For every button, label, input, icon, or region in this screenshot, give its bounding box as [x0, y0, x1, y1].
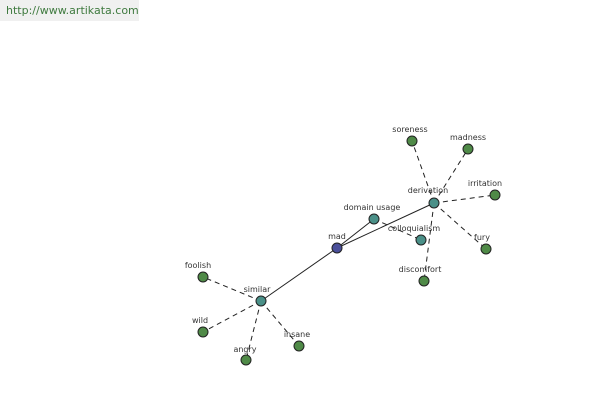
node-fury[interactable]: [480, 243, 492, 255]
node-insane[interactable]: [293, 340, 305, 352]
node-derivation[interactable]: [428, 197, 440, 209]
edge-similar-foolish: [202, 276, 262, 302]
label-derivation[interactable]: derivation: [408, 186, 448, 195]
label-mad[interactable]: mad: [328, 232, 346, 241]
label-soreness[interactable]: soreness: [392, 125, 427, 134]
label-angry[interactable]: angry: [233, 345, 256, 354]
label-madness[interactable]: madness: [450, 133, 486, 142]
edge-derivation-discomfort: [423, 202, 435, 282]
edge-derivation-fury: [433, 202, 487, 250]
label-wild[interactable]: wild: [192, 316, 208, 325]
node-mad[interactable]: [331, 242, 343, 254]
node-domain-usage[interactable]: [368, 213, 380, 225]
labels-layer: mad similar derivation domain usage colloqui…: [185, 125, 502, 354]
edge-similar-angry: [245, 300, 262, 361]
node-colloquialism[interactable]: [415, 234, 427, 246]
edge-similar-insane: [260, 300, 300, 347]
edge-mad-similar: [260, 247, 338, 302]
label-foolish[interactable]: foolish: [185, 261, 211, 270]
label-fury[interactable]: fury: [474, 233, 490, 242]
nodes-layer: [197, 135, 501, 366]
edge-mad-derivation: [336, 202, 435, 249]
edges-layer: [202, 140, 496, 361]
edge-mad-domain_usage: [336, 218, 375, 249]
node-foolish[interactable]: [197, 271, 209, 283]
node-similar[interactable]: [255, 295, 267, 307]
edge-similar-wild: [202, 300, 262, 333]
label-domain-usage[interactable]: domain usage: [344, 203, 401, 212]
node-irritation[interactable]: [489, 189, 501, 201]
node-wild[interactable]: [197, 326, 209, 338]
label-similar[interactable]: similar: [244, 285, 272, 294]
edge-derivation-madness: [433, 148, 469, 204]
node-discomfort[interactable]: [418, 275, 430, 287]
node-angry[interactable]: [240, 354, 252, 366]
label-colloquialism[interactable]: colloquialism: [388, 224, 441, 233]
node-madness[interactable]: [462, 143, 474, 155]
site-url-link[interactable]: http://www.artikata.com: [0, 0, 139, 21]
label-insane[interactable]: insane: [284, 330, 310, 339]
node-soreness[interactable]: [406, 135, 418, 147]
edge-derivation-irritation: [433, 194, 496, 204]
edge-derivation-soreness: [411, 140, 435, 204]
label-irritation[interactable]: irritation: [468, 179, 502, 188]
label-discomfort[interactable]: discomfort: [399, 265, 442, 274]
